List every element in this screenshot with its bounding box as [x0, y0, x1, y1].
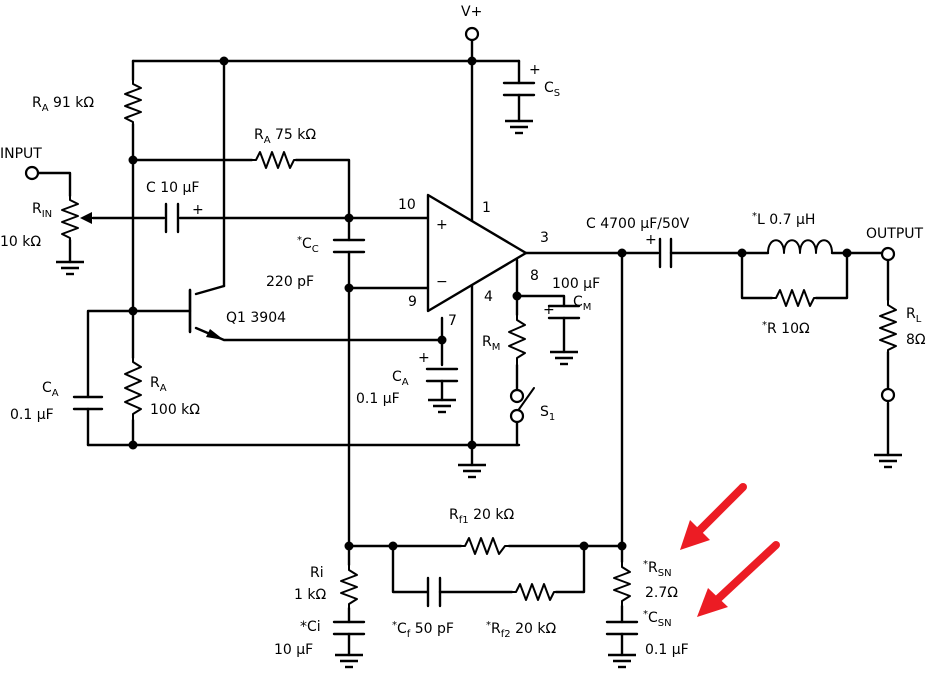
- s1-terminal-top: [509, 388, 525, 404]
- label-rsn: *RSN: [643, 559, 672, 579]
- inductor-l: [767, 239, 833, 254]
- label-ci: *Ci: [300, 619, 321, 635]
- capacitor-cout: [658, 237, 673, 269]
- label-rin: RIN: [32, 201, 52, 220]
- label-cc: *CC: [297, 235, 319, 255]
- label-vplus: V+: [461, 4, 482, 20]
- label-rl: RL: [906, 306, 922, 325]
- capacitor-ca-mid: [425, 367, 459, 383]
- capacitor-cm: [547, 304, 581, 320]
- label-ca-mid-value: 0.1 μF: [356, 391, 400, 407]
- pin-4: 4: [484, 289, 493, 305]
- label-cf: *Cf 50 pF: [392, 620, 454, 640]
- capacitors: [72, 81, 673, 636]
- capacitor-ca-left: [72, 395, 104, 411]
- pin-7: 7: [448, 313, 457, 329]
- rin-wiper-arrow: [80, 212, 94, 224]
- label-cout-plus: +: [645, 232, 657, 248]
- pin-1: 1: [482, 200, 491, 216]
- s1-terminal-bottom: [509, 408, 525, 424]
- label-ri: Ri: [310, 565, 324, 581]
- label-cc-value: 220 pF: [266, 274, 314, 290]
- pin-9: 9: [408, 294, 417, 310]
- label-cin-plus: +: [192, 202, 204, 218]
- resistor-rl: [879, 299, 897, 353]
- red-arrow-csn: [697, 541, 780, 617]
- label-ra-100k-value: 100 kΩ: [150, 402, 200, 418]
- label-q1: Q1 3904: [226, 310, 286, 326]
- resistor-rin: [61, 195, 79, 241]
- pin-3: 3: [540, 230, 549, 246]
- opamp-minus: −: [436, 274, 448, 290]
- label-s1: S1: [540, 404, 555, 423]
- resistor-rsn: [613, 561, 631, 607]
- resistor-ri: [340, 564, 358, 609]
- input-terminal: [24, 165, 40, 181]
- label-input: INPUT: [0, 146, 42, 162]
- label-l: *L 0.7 μH: [752, 211, 815, 228]
- output-terminal: [880, 246, 896, 262]
- resistor-rf1: [460, 537, 510, 555]
- label-cs: CS: [544, 80, 560, 99]
- label-csn: *CSN: [643, 609, 672, 629]
- label-rin-value: 10 kΩ: [0, 234, 41, 250]
- label-cm: CM: [573, 294, 591, 313]
- label-ca-mid-plus: +: [418, 350, 430, 366]
- ground-symbols: [54, 119, 904, 669]
- label-rpar: *R 10Ω: [762, 320, 810, 337]
- label-ca-mid: CA: [392, 369, 409, 388]
- terminals: [24, 26, 896, 424]
- labels: V+ INPUT OUTPUT RA 91 kΩ RA 75 kΩ RA 100…: [0, 4, 926, 658]
- capacitor-cf: [426, 576, 442, 608]
- capacitor-cc: [332, 238, 366, 254]
- resistor-rm: [508, 314, 526, 366]
- opamp-plus: +: [436, 217, 448, 233]
- label-cm-value: 100 μF: [552, 276, 600, 292]
- resistor-rpar: [771, 289, 817, 307]
- opamp-triangle: [426, 193, 528, 313]
- label-cin: C 10 μF: [146, 180, 199, 196]
- label-rsn-value: 2.7Ω: [645, 585, 678, 601]
- label-rl-value: 8Ω: [906, 332, 926, 348]
- label-csn-value: 0.1 μF: [645, 642, 689, 658]
- resistor-rf2: [511, 583, 557, 601]
- transistor-q1: [188, 288, 224, 340]
- pin-10: 10: [398, 197, 416, 213]
- junction-dots: [128, 56, 852, 551]
- resistor-ra-75k: [251, 151, 297, 169]
- resistor-ra-100k: [124, 357, 142, 421]
- label-rf2: *Rf2 20 kΩ: [486, 620, 556, 640]
- label-ra-100k: RA: [150, 375, 167, 394]
- resistor-ra-91k: [124, 79, 142, 125]
- red-arrow-rsn: [680, 483, 747, 550]
- label-cout: C 4700 μF/50V: [586, 216, 690, 232]
- label-output: OUTPUT: [866, 226, 924, 242]
- capacitor-cin: [164, 202, 180, 234]
- label-cm-plus: +: [543, 302, 555, 318]
- capacitor-ci: [332, 620, 366, 636]
- resistors: [61, 79, 897, 609]
- label-ri-value: 1 kΩ: [294, 587, 326, 603]
- label-cs-plus: +: [529, 62, 541, 78]
- capacitor-cs: [502, 81, 536, 97]
- switch-s1: [516, 387, 535, 413]
- label-ra-91k: RA 91 kΩ: [32, 95, 94, 114]
- label-ca-left-value: 0.1 μF: [10, 407, 54, 423]
- label-rf1: Rf1 20 kΩ: [449, 507, 514, 526]
- label-ra-75k: RA 75 kΩ: [254, 127, 316, 146]
- label-ca-left: CA: [42, 380, 59, 399]
- pin-8: 8: [530, 268, 539, 284]
- label-rm: RM: [482, 334, 500, 353]
- vplus-terminal: [464, 26, 480, 42]
- label-ci-value: 10 μF: [274, 642, 313, 658]
- capacitor-csn: [605, 620, 639, 636]
- rl-terminal: [880, 387, 896, 403]
